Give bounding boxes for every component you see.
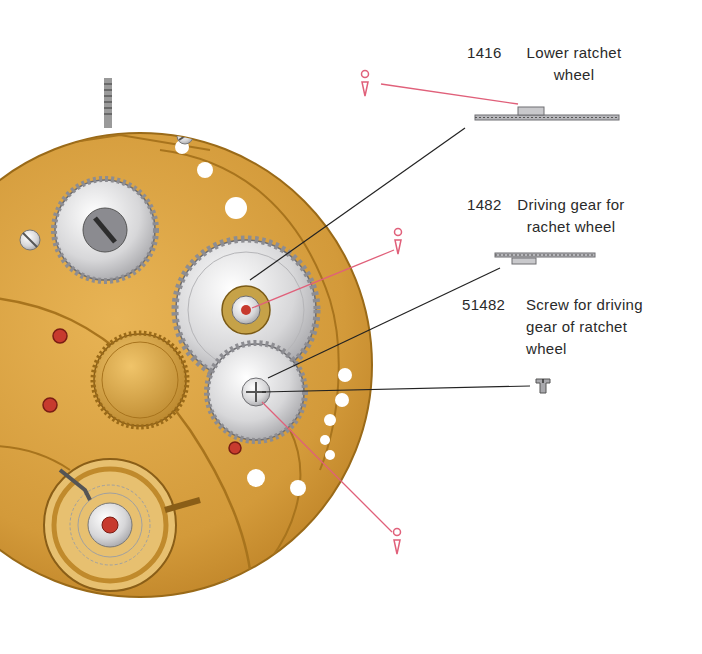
leader-line [250, 128, 530, 392]
part-name: Driving gear for rachet wheel [505, 194, 637, 238]
callout-number: 1416 [467, 42, 502, 64]
barrel-gear [54, 179, 156, 281]
winding-stem [104, 78, 112, 128]
callout-number: 1482 [467, 194, 502, 216]
driving-gear [207, 343, 305, 441]
main-plate [0, 128, 372, 620]
part-name: Lower ratchet wheel [518, 42, 630, 86]
ratchet-wheel-side-view [475, 107, 619, 120]
part-name: Screw for driving gear of ratchet wheel [526, 294, 666, 360]
screw-side-view [536, 379, 550, 393]
oil-leader-line [252, 84, 518, 532]
callout-number: 51482 [462, 294, 505, 316]
driving-gear-side-view [495, 253, 595, 264]
oil-symbol [362, 71, 402, 555]
balance-wheel [44, 459, 200, 591]
